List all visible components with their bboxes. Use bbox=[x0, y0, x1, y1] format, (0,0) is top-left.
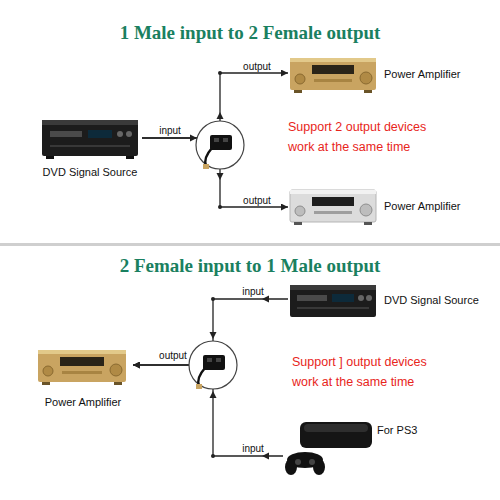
junction-dot bbox=[218, 205, 222, 209]
amplifier-foot bbox=[42, 382, 50, 385]
signal-label: input bbox=[145, 125, 195, 137]
device-node: DVD Signal Source bbox=[38, 116, 142, 182]
splitter-circle bbox=[196, 121, 244, 169]
amplifier-display bbox=[60, 357, 104, 366]
amplifier-display bbox=[312, 65, 354, 74]
connector-arrow bbox=[133, 299, 288, 365]
amplifier-knob bbox=[43, 366, 53, 376]
device-label: DVD Signal Source bbox=[38, 166, 142, 179]
amplifier-foot bbox=[294, 222, 302, 225]
ps3-console-top bbox=[304, 424, 368, 432]
dvd-button bbox=[358, 295, 364, 301]
junction-dot bbox=[218, 71, 222, 75]
dvd-button bbox=[366, 295, 372, 301]
splitter-circle bbox=[189, 341, 237, 389]
amplifier-knob bbox=[295, 74, 305, 84]
amplifier-buttons bbox=[314, 211, 352, 214]
device-node: DVD Signal Source bbox=[288, 283, 488, 319]
amplifier-knob bbox=[360, 72, 372, 84]
amplifier-knob bbox=[360, 204, 372, 216]
dvd-foot bbox=[46, 156, 54, 159]
splitter-port bbox=[214, 138, 219, 142]
connector-arrow bbox=[133, 365, 283, 456]
amplifier-buttons bbox=[314, 79, 352, 82]
ps3-controller bbox=[287, 452, 323, 468]
amplifier-foot bbox=[364, 222, 372, 225]
amplifier-top bbox=[38, 350, 126, 354]
connector-arrow bbox=[142, 138, 288, 207]
ps3-controller-grip bbox=[285, 459, 297, 475]
amplifier-top bbox=[290, 58, 376, 62]
connector-label: output bbox=[232, 61, 282, 73]
splitter-port bbox=[216, 358, 221, 362]
amplifier-knob bbox=[110, 364, 122, 376]
connector-arrow bbox=[142, 73, 288, 138]
amplifier-foot bbox=[114, 382, 122, 385]
device-label: Power Amplifier bbox=[33, 396, 133, 409]
dvd-tray bbox=[297, 295, 327, 301]
connector-label: input bbox=[228, 286, 278, 298]
splitter-body bbox=[210, 135, 232, 150]
dvd-display bbox=[332, 294, 354, 302]
flow-arrow bbox=[190, 135, 197, 142]
device-node: Power Amplifier bbox=[288, 188, 464, 226]
ps3-controller-stick bbox=[295, 459, 301, 465]
splitter-body bbox=[203, 355, 225, 370]
amplifier-buttons bbox=[62, 371, 102, 374]
splitter-port bbox=[207, 358, 212, 362]
dvd-player bbox=[42, 120, 138, 156]
amplifier-top bbox=[290, 190, 376, 194]
section-heading: 2 Female input to 1 Male output bbox=[0, 255, 500, 277]
junction-dot bbox=[211, 454, 215, 458]
amplifier-foot bbox=[364, 90, 372, 93]
dvd-trim bbox=[297, 307, 369, 309]
amplifier bbox=[290, 58, 376, 90]
dvd-trim bbox=[50, 145, 130, 147]
dvd-foot bbox=[126, 156, 134, 159]
amplifier-foot bbox=[294, 90, 302, 93]
flow-arrow bbox=[217, 173, 224, 180]
ps3-console bbox=[300, 422, 372, 448]
device-node: For PS3 bbox=[283, 420, 443, 476]
device-label: DVD Signal Source bbox=[384, 294, 488, 307]
dvd-display bbox=[88, 130, 112, 138]
flow-arrow bbox=[217, 112, 224, 119]
junction-dot bbox=[211, 297, 215, 301]
connector-label: output bbox=[232, 195, 282, 207]
splitter-plug bbox=[196, 384, 202, 389]
splitter-cable bbox=[198, 368, 205, 386]
amplifier-display bbox=[312, 197, 354, 206]
dvd-button bbox=[117, 131, 123, 137]
amplifier bbox=[290, 190, 376, 222]
dvd-top bbox=[42, 120, 138, 125]
splitter-plug bbox=[203, 164, 209, 169]
device-label: Power Amplifier bbox=[384, 200, 464, 213]
signal-label: output bbox=[148, 350, 198, 362]
separator-bar bbox=[0, 243, 500, 246]
connector-label: input bbox=[228, 443, 278, 455]
device-label: Power Amplifier bbox=[384, 68, 464, 81]
device-node: Power Amplifier bbox=[33, 348, 133, 412]
device-label: For PS3 bbox=[377, 424, 443, 437]
dvd-tray bbox=[50, 131, 82, 137]
amplifier-knob bbox=[295, 206, 305, 216]
flow-arrow bbox=[210, 391, 217, 398]
note-text: Support ] output devices work at the sam… bbox=[292, 352, 447, 392]
splitter-port bbox=[223, 138, 228, 142]
splitter-cable bbox=[205, 148, 212, 166]
note-text: Support 2 output devices work at the sam… bbox=[288, 117, 443, 157]
amplifier bbox=[38, 350, 126, 382]
dvd-button bbox=[126, 131, 132, 137]
flow-arrow bbox=[210, 332, 217, 339]
diagram-title: 1 Male input to 2 Female output bbox=[0, 22, 500, 44]
ps3-controller-stick bbox=[309, 459, 315, 465]
device-node: Power Amplifier bbox=[288, 56, 464, 94]
ps3-controller-grip bbox=[313, 459, 325, 475]
dvd-top bbox=[290, 285, 376, 290]
dvd-player bbox=[290, 285, 376, 317]
